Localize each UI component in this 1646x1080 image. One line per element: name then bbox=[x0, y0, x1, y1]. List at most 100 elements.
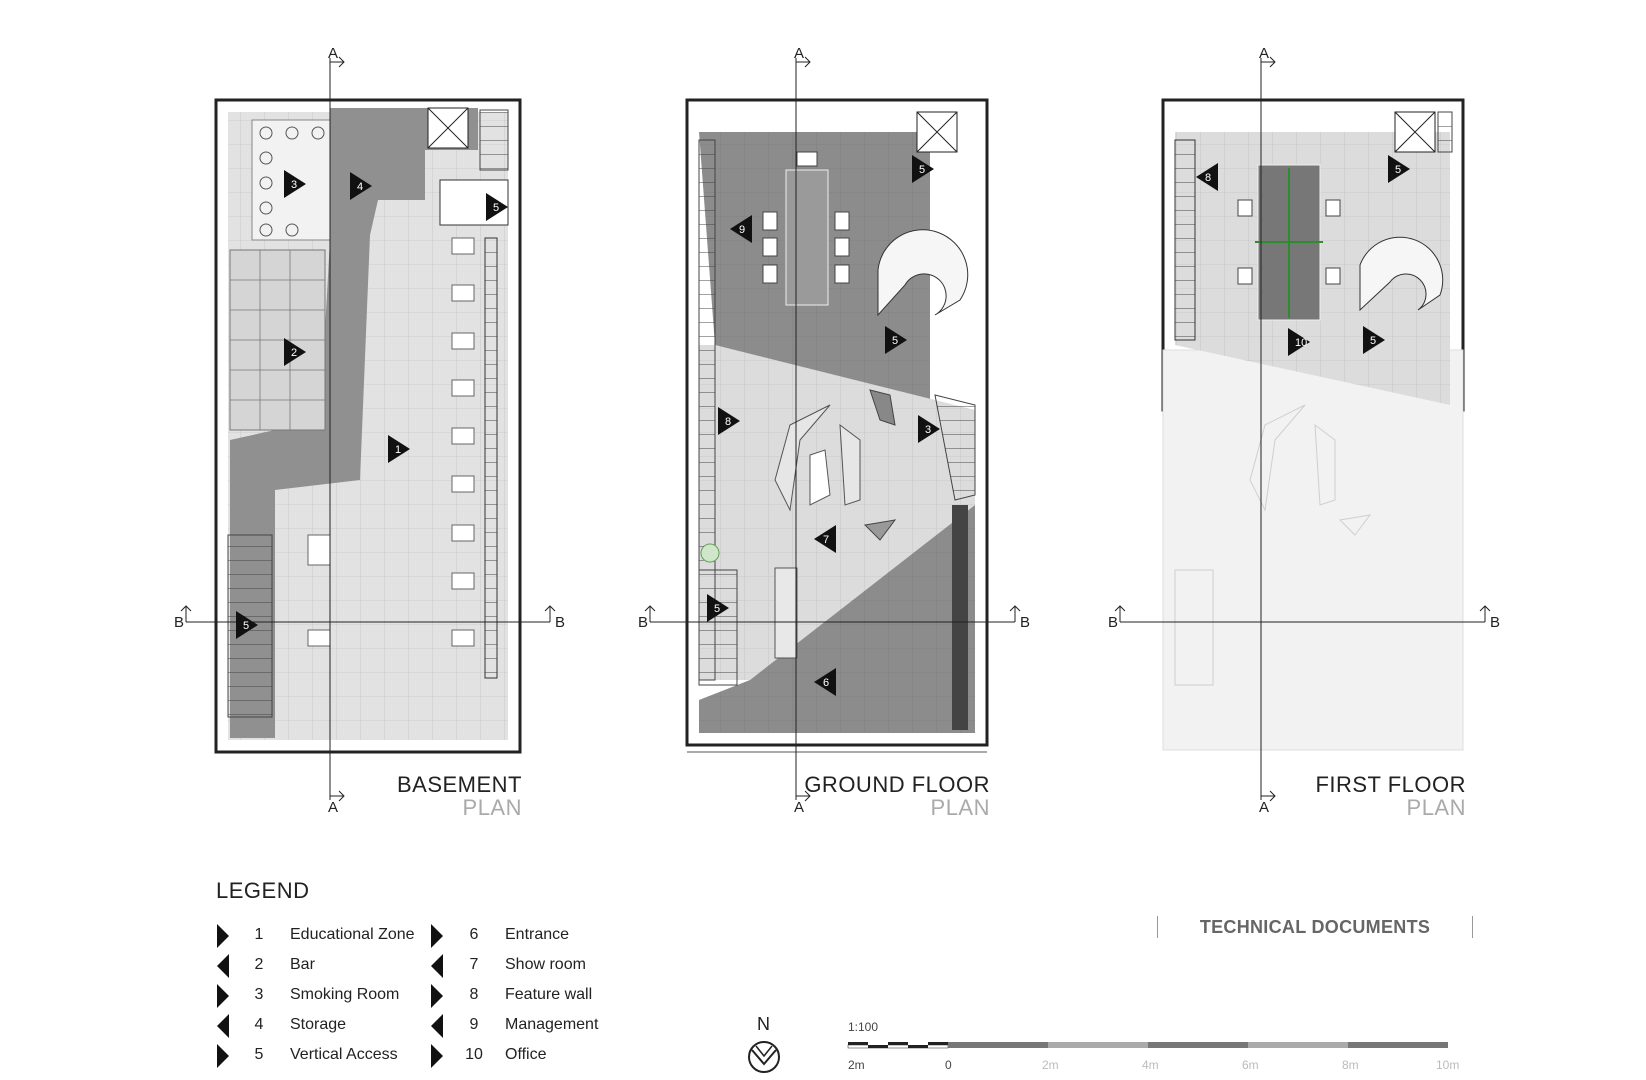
zone-marker-triangle-icon bbox=[350, 172, 372, 200]
zone-marker-triangle-icon bbox=[1388, 155, 1410, 183]
first-faded-lower bbox=[1162, 349, 1464, 751]
legend-marker-left-icon bbox=[431, 1014, 443, 1038]
section-b-left-basement: B bbox=[174, 614, 184, 631]
scale-label-2m: 2m bbox=[1042, 1058, 1059, 1072]
first-ghost-below bbox=[1174, 404, 1372, 686]
scale-label-4m: 4m bbox=[1142, 1058, 1159, 1072]
zone-marker-number: 7 bbox=[823, 534, 829, 546]
ground-floor-subtitle: PLAN bbox=[930, 795, 990, 820]
section-a-top-basement: A bbox=[328, 45, 338, 62]
ground-showroom-grid bbox=[699, 345, 975, 680]
ground-zone-marker: 5 bbox=[912, 155, 934, 183]
legend-label-7: Show room bbox=[505, 956, 586, 973]
legend-label-6: Entrance bbox=[505, 926, 570, 943]
zone-marker-triangle-icon bbox=[1288, 328, 1310, 356]
legend-num-2: 2 bbox=[254, 956, 264, 973]
ground-management-table bbox=[785, 169, 829, 306]
zone-marker-triangle-icon bbox=[284, 338, 306, 366]
legend-label-5: Vertical Access bbox=[290, 1046, 398, 1063]
legend-marker-right-icon bbox=[431, 1044, 443, 1068]
basement-stair-top bbox=[479, 109, 509, 171]
north-label: N bbox=[757, 1014, 770, 1034]
basement-storage-zone bbox=[230, 108, 478, 738]
first-floor-plan bbox=[1161, 98, 1465, 751]
zone-marker-triangle-icon bbox=[707, 594, 729, 622]
zone-marker-number: 3 bbox=[925, 424, 931, 436]
zone-markers: 3 4 5 2 1 5 9 5 5 8 3 7 5 6 8 5 10 5 bbox=[236, 155, 1410, 696]
ground-zone-marker: 8 bbox=[718, 407, 740, 435]
legend-marker-right-icon bbox=[217, 924, 229, 948]
zone-marker-number: 5 bbox=[714, 603, 720, 615]
scale-ratio: 1:100 bbox=[848, 1020, 879, 1034]
ground-smoking-stair bbox=[934, 394, 976, 501]
basement-zone-marker: 1 bbox=[388, 435, 410, 463]
legend-marker-right-icon bbox=[217, 1044, 229, 1068]
basement-zone-marker: 4 bbox=[350, 172, 372, 200]
ground-floor-plan bbox=[685, 98, 989, 753]
section-a-top-ground: A bbox=[794, 45, 804, 62]
ground-entrance-grid bbox=[699, 505, 975, 733]
scale-label-10m: 10m bbox=[1436, 1058, 1460, 1072]
ground-zone-marker: 3 bbox=[918, 415, 940, 443]
legend-title: LEGEND bbox=[216, 878, 310, 903]
ground-lift-box-x bbox=[916, 111, 958, 153]
legend-num-6: 6 bbox=[469, 926, 479, 943]
legend-num-9: 9 bbox=[469, 1016, 479, 1033]
zone-marker-number: 5 bbox=[1370, 335, 1376, 347]
basement-plan bbox=[214, 98, 522, 754]
legend-marker-right-icon bbox=[431, 984, 443, 1008]
ground-zone-marker: 6 bbox=[814, 668, 836, 696]
legend-label-2: Bar bbox=[290, 956, 315, 973]
zone-marker-number: 5 bbox=[1395, 164, 1401, 176]
legend-label-1: Educational Zone bbox=[290, 926, 415, 943]
zone-marker-number: 9 bbox=[739, 224, 745, 236]
zone-marker-number: 10 bbox=[1295, 337, 1307, 349]
section-b-right-basement: B bbox=[555, 614, 565, 631]
legend-num-8: 8 bbox=[469, 986, 479, 1003]
technical-documents-label: TECHNICAL DOCUMENTS bbox=[1157, 916, 1473, 938]
zone-marker-number: 2 bbox=[291, 347, 297, 359]
zone-marker-number: 5 bbox=[892, 335, 898, 347]
first-floor-subtitle: PLAN bbox=[1406, 795, 1466, 820]
first-zone-marker: 5 bbox=[1363, 326, 1385, 354]
ground-plant bbox=[700, 543, 720, 563]
zone-marker-triangle-icon bbox=[814, 668, 836, 696]
legend-marker-left-icon bbox=[217, 954, 229, 978]
basement-title: BASEMENT bbox=[396, 772, 522, 797]
ground-display-2 bbox=[809, 449, 831, 506]
zone-marker-number: 1 bbox=[395, 444, 401, 456]
legend-label-8: Feature wall bbox=[505, 986, 593, 1003]
ground-display-1 bbox=[774, 404, 831, 512]
legend-marker-right-icon bbox=[431, 924, 443, 948]
scale-label-neg2m: 2m bbox=[848, 1058, 865, 1072]
first-floor-title: FIRST FLOOR bbox=[1315, 772, 1466, 797]
ground-display-3 bbox=[839, 423, 861, 506]
basement-storage-box-x bbox=[427, 107, 469, 149]
section-b-right-first: B bbox=[1490, 614, 1500, 631]
legend-icons bbox=[217, 924, 443, 1068]
first-office-chairs bbox=[1237, 199, 1341, 285]
ground-reception bbox=[774, 567, 798, 659]
legend-label-9: Management bbox=[505, 1016, 599, 1033]
zone-marker-number: 3 bbox=[291, 179, 297, 191]
zone-marker-number: 8 bbox=[1205, 172, 1211, 184]
basement-zone-marker: 5 bbox=[236, 611, 258, 639]
zone-marker-triangle-icon bbox=[730, 215, 752, 243]
basement-zone-marker: 5 bbox=[486, 193, 508, 221]
zone-marker-triangle-icon bbox=[236, 611, 258, 639]
legend-marker-right-icon bbox=[217, 984, 229, 1008]
legend-label-10: Office bbox=[505, 1046, 547, 1063]
zone-marker-triangle-icon bbox=[912, 155, 934, 183]
legend-marker-left-icon bbox=[217, 1014, 229, 1038]
zone-marker-triangle-icon bbox=[885, 326, 907, 354]
basement-desks bbox=[307, 237, 475, 647]
first-zone-marker: 5 bbox=[1388, 155, 1410, 183]
section-b-left-first: B bbox=[1108, 614, 1118, 631]
legend-num-3: 3 bbox=[254, 986, 264, 1003]
section-b-right-ground: B bbox=[1020, 614, 1030, 631]
legend-label-4: Storage bbox=[290, 1016, 347, 1033]
zone-marker-number: 5 bbox=[919, 164, 925, 176]
zone-marker-triangle-icon bbox=[388, 435, 410, 463]
section-a-bottom-first: A bbox=[1259, 799, 1269, 816]
zone-marker-triangle-icon bbox=[918, 415, 940, 443]
